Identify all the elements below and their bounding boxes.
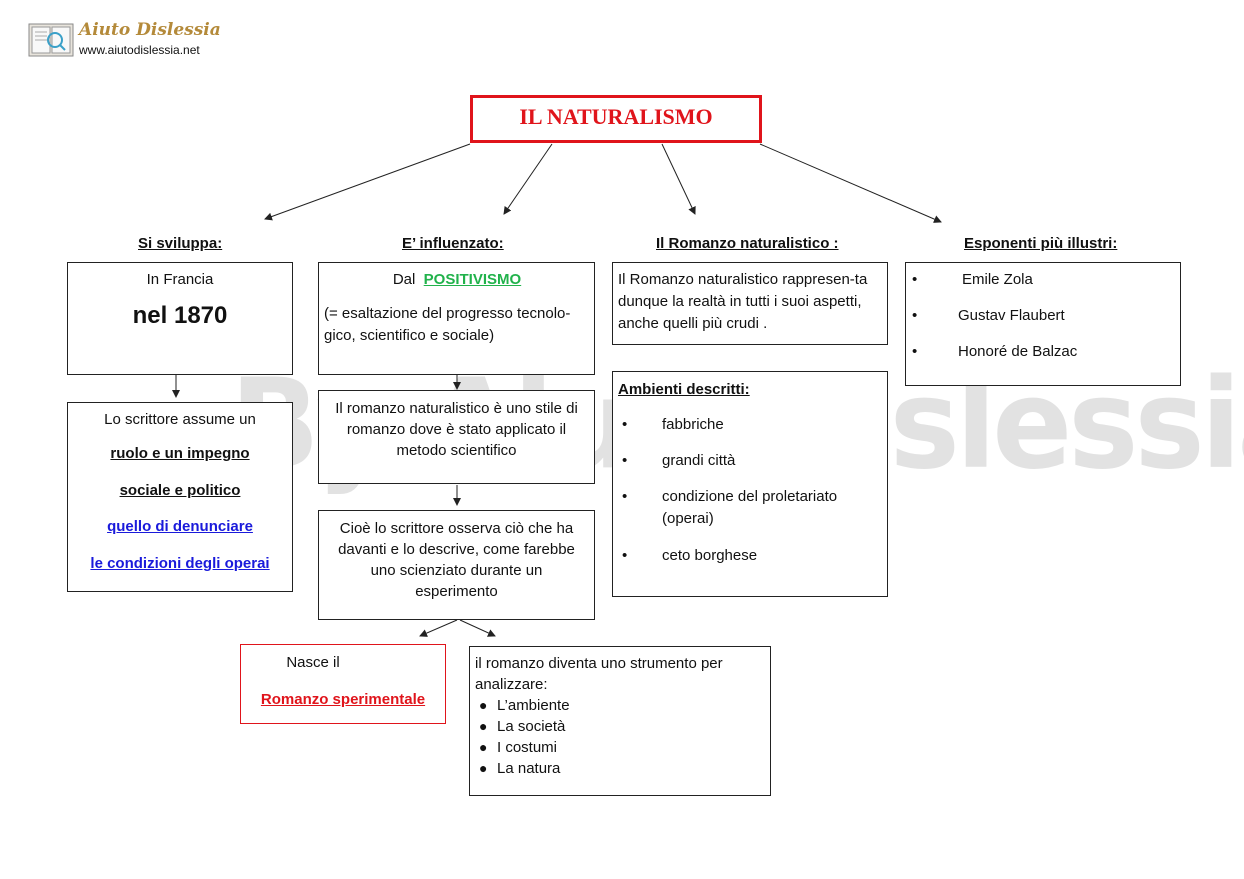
scrittore-intro: Lo scrittore assume un bbox=[104, 411, 256, 428]
list-item: •Gustav Flaubert bbox=[908, 305, 1174, 326]
bullet-icon: ● bbox=[479, 697, 488, 713]
strumento-intro: il romanzo diventa uno strumento per ana… bbox=[475, 655, 723, 693]
list-item: ●I costumi bbox=[475, 737, 764, 758]
ambienti-title: Ambienti descritti: bbox=[618, 381, 750, 398]
arrow-to-sviluppa bbox=[264, 143, 471, 221]
arrow-to-romanzo bbox=[661, 143, 696, 215]
list-item: •grandi città bbox=[618, 450, 879, 471]
bullet-icon: ● bbox=[479, 739, 488, 755]
bullet-icon: • bbox=[912, 307, 918, 324]
bullet-icon: • bbox=[912, 271, 918, 288]
strumento-box: il romanzo diventa uno strumento per ana… bbox=[469, 646, 771, 796]
heading-romanzo: Il Romanzo naturalistico : bbox=[656, 235, 839, 252]
scrittore-ruolo: ruolo e un impegno bbox=[110, 445, 250, 462]
osserva-text: Cioè lo scrittore osserva ciò che ha dav… bbox=[338, 520, 575, 600]
bullet-icon: ● bbox=[479, 718, 488, 734]
logo-title: Aiuto Dislessia bbox=[79, 20, 221, 40]
list-item: •fabbriche bbox=[618, 414, 879, 435]
bullet-icon: • bbox=[622, 416, 628, 433]
romanzo-desc: Il Romanzo naturalistico rappresen-ta du… bbox=[618, 271, 868, 332]
heading-influenzato: E’ influenzato: bbox=[402, 235, 504, 252]
list-item: •Honoré de Balzac bbox=[908, 341, 1174, 362]
positivismo-label: POSITIVISMO bbox=[423, 271, 522, 288]
list-item: ●L’ambiente bbox=[475, 695, 764, 716]
logo-book-icon bbox=[28, 23, 74, 57]
logo-url: www.aiutodislessia.net bbox=[79, 43, 200, 57]
scrittore-condizioni: le condizioni degli operai bbox=[90, 554, 270, 572]
esponenti-box: •Emile Zola •Gustav Flaubert •Honoré de … bbox=[905, 262, 1181, 386]
romanzo-sperimentale: Romanzo sperimentale bbox=[260, 691, 426, 708]
positivismo-box: Dal POSITIVISMO (= esaltazione del progr… bbox=[318, 262, 595, 375]
logo: Aiuto Dislessia www.aiutodislessia.net bbox=[27, 18, 221, 60]
stile-text: Il romanzo naturalistico è uno stile di … bbox=[335, 400, 578, 459]
list-item: ●La società bbox=[475, 716, 764, 737]
arrow-to-influenzato bbox=[503, 143, 553, 215]
page-title: IL NATURALISMO bbox=[519, 104, 713, 129]
arrow-to-esponenti bbox=[759, 143, 942, 223]
sviluppa-year: nel 1870 bbox=[132, 302, 228, 329]
scrittore-sociale: sociale e politico bbox=[119, 481, 241, 499]
sviluppa-box: In Francia nel 1870 bbox=[67, 262, 293, 375]
arrow-to-nasce bbox=[419, 619, 458, 637]
list-item: •ceto borghese bbox=[618, 545, 879, 566]
list-item: •Emile Zola bbox=[908, 269, 1174, 290]
bullet-icon: • bbox=[912, 343, 918, 360]
bullet-icon: ● bbox=[479, 760, 488, 776]
scrittore-box: Lo scrittore assume un ruolo e un impegn… bbox=[67, 402, 293, 592]
nasce-box: Nasce il Romanzo sperimentale bbox=[240, 644, 446, 724]
list-item: •condizione del proletariato (operai) bbox=[618, 486, 879, 530]
ambienti-box: Ambienti descritti: •fabbriche •grandi c… bbox=[612, 371, 888, 597]
scrittore-denunciare: quello di denunciare bbox=[107, 518, 253, 535]
heading-esponenti: Esponenti più illustri: bbox=[964, 235, 1118, 252]
list-item: ●La natura bbox=[475, 758, 764, 779]
osserva-box: Cioè lo scrittore osserva ciò che ha dav… bbox=[318, 510, 595, 620]
heading-sviluppa: Si sviluppa: bbox=[138, 235, 223, 252]
romanzo-desc-box: Il Romanzo naturalistico rappresen-ta du… bbox=[612, 262, 888, 345]
title-box: IL NATURALISMO bbox=[470, 95, 762, 143]
bullet-icon: • bbox=[622, 547, 628, 564]
arrow-to-strumento bbox=[459, 619, 496, 637]
positivismo-desc: (= esaltazione del progresso tecnolo-gic… bbox=[324, 305, 571, 344]
positivismo-line: Dal POSITIVISMO bbox=[324, 269, 590, 290]
bullet-icon: • bbox=[622, 452, 628, 469]
bullet-icon: • bbox=[622, 488, 628, 505]
stile-box: Il romanzo naturalistico è uno stile di … bbox=[318, 390, 595, 484]
positivismo-dal: Dal bbox=[392, 271, 416, 288]
sviluppa-place: In Francia bbox=[146, 271, 214, 288]
nasce-label: Nasce il bbox=[286, 654, 340, 671]
